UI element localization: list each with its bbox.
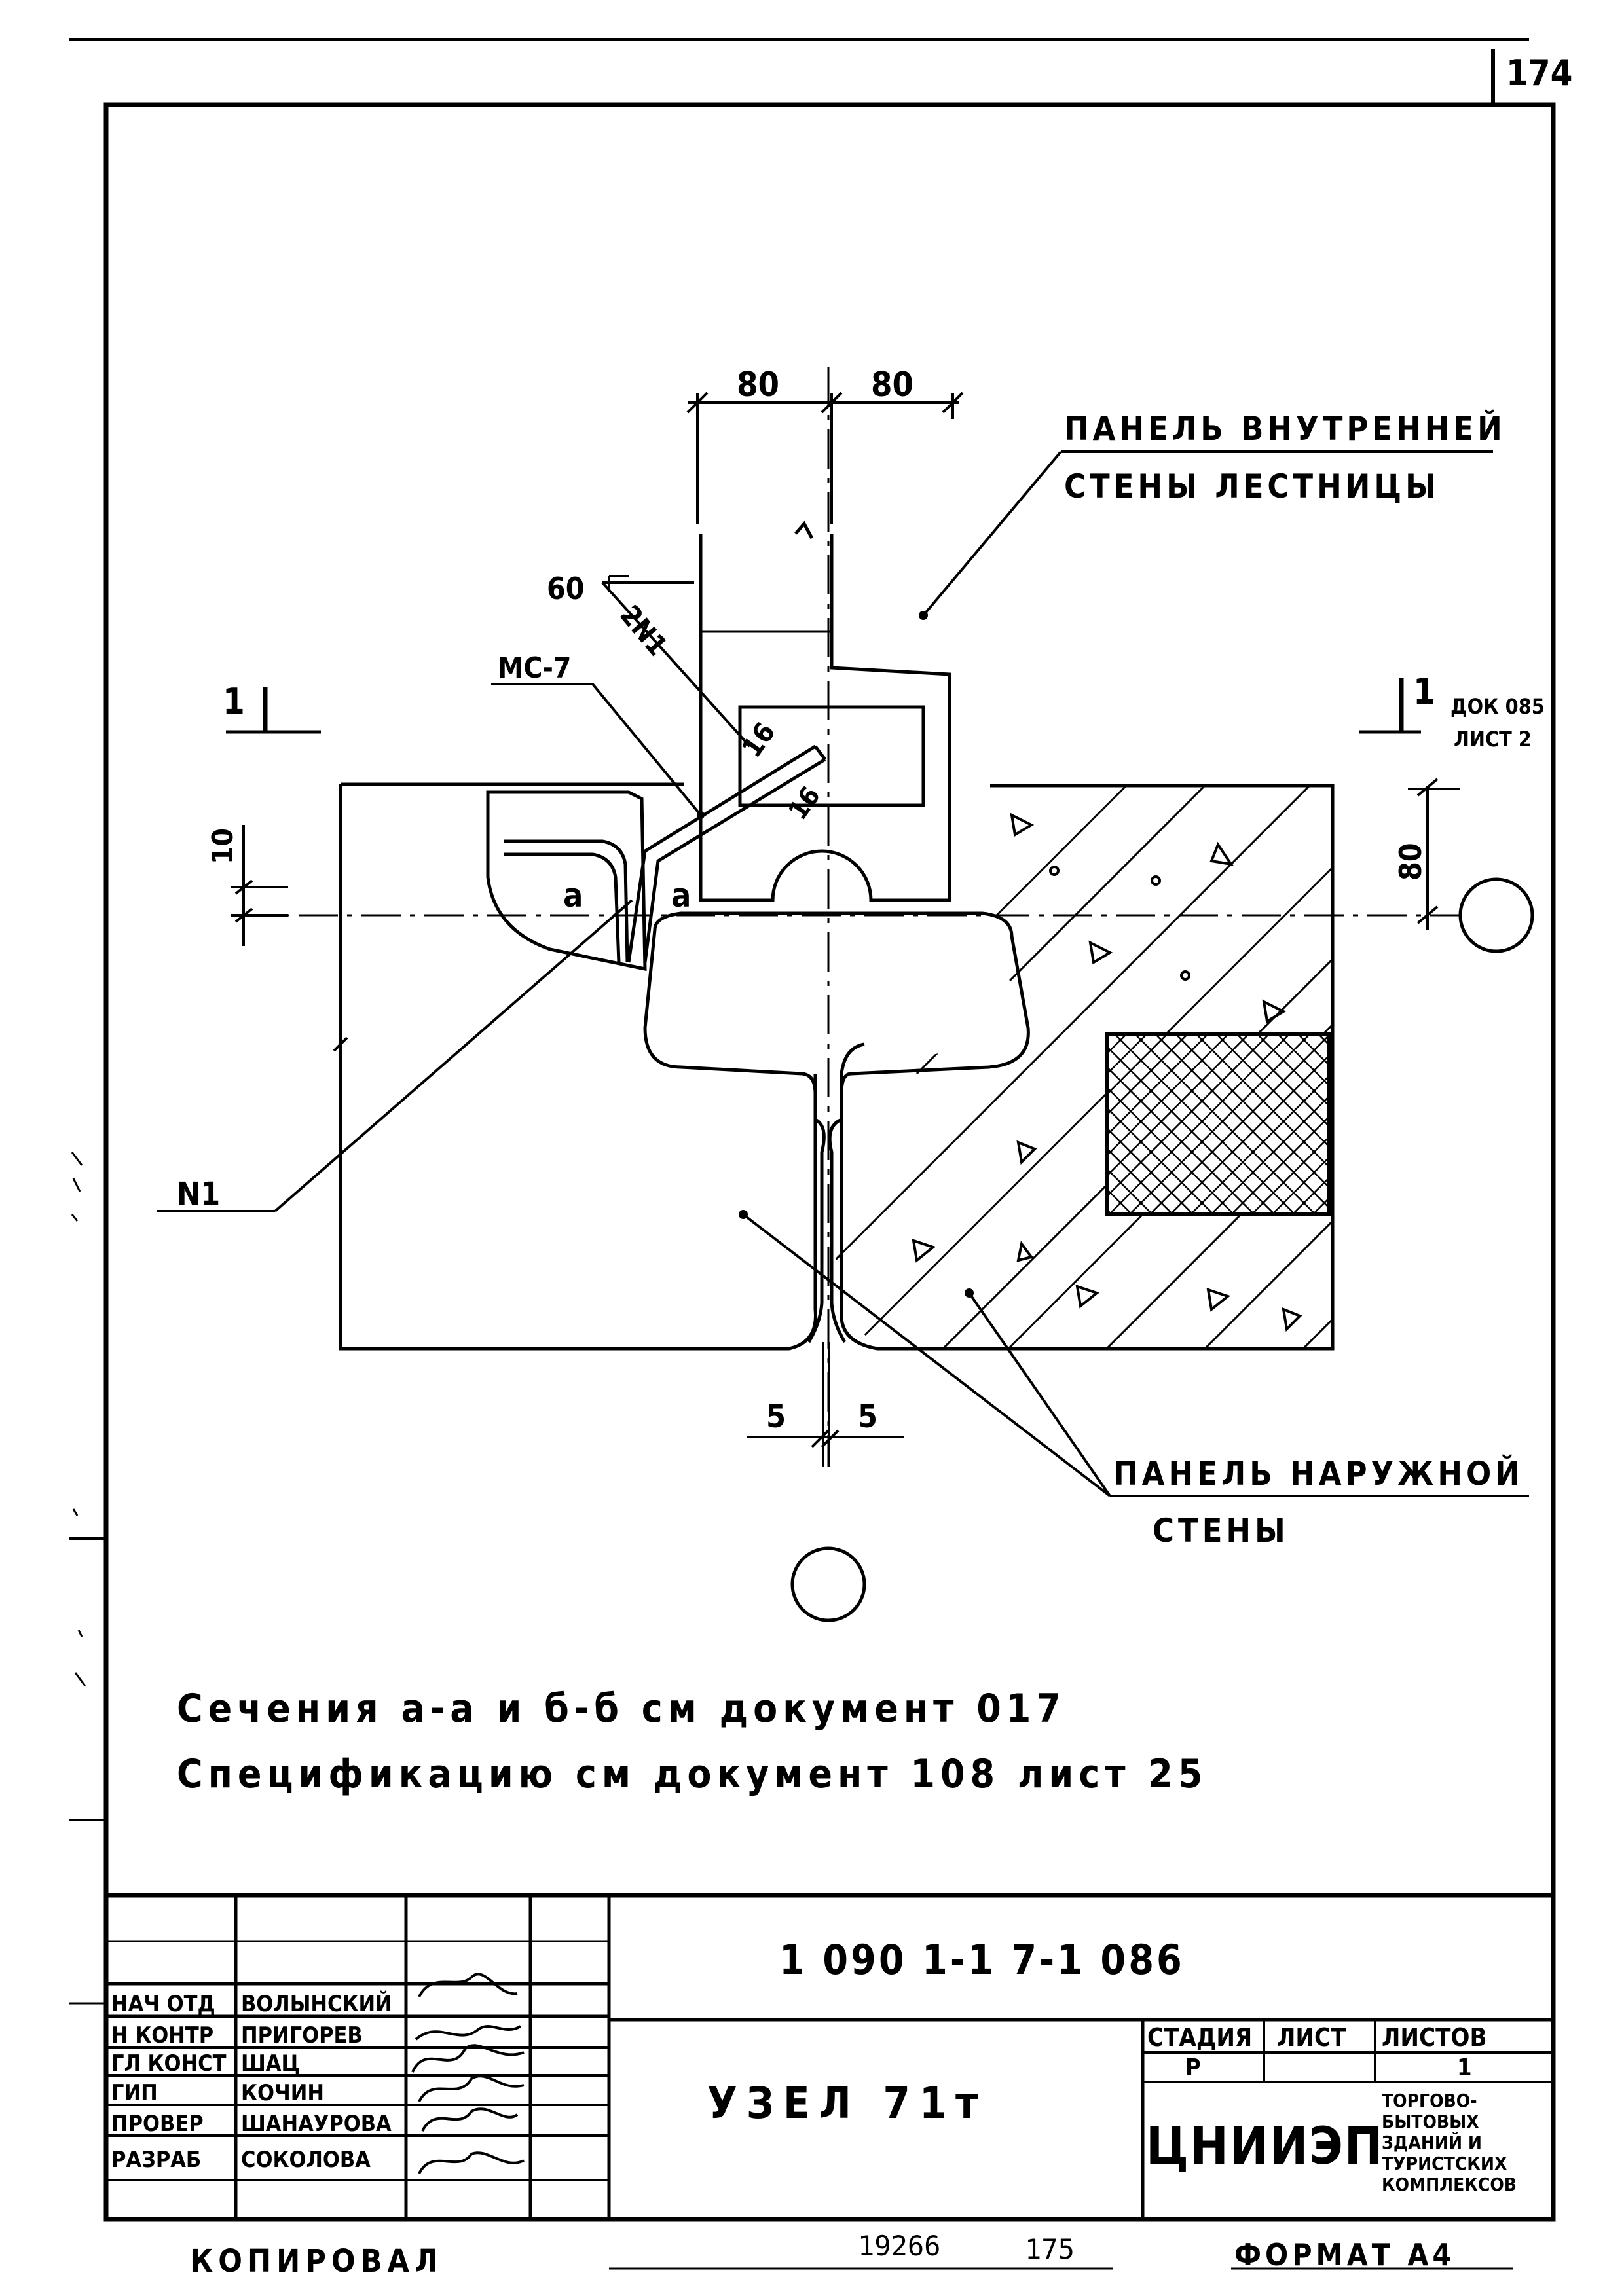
label-n1: N1 xyxy=(177,1176,220,1212)
inner-wall-panel xyxy=(699,520,951,902)
left-panel xyxy=(333,782,817,1351)
note-line-1: Сечения а-а и б-б см документ 017 xyxy=(177,1686,1066,1732)
staff-name-6: СОКОЛОВА xyxy=(241,2147,371,2173)
section-mark-left: 1 xyxy=(223,681,245,722)
title-block-grid xyxy=(106,1893,1553,2219)
sheet-header: ЛИСТ xyxy=(1277,2023,1346,2052)
format-label: ФОРМАТ А4 xyxy=(1234,2237,1455,2272)
staff-name-1: ВОЛЫНСКИЙ xyxy=(241,1990,392,2017)
section-mark-right: 1 xyxy=(1413,671,1435,712)
signatures xyxy=(411,1973,525,2174)
leader-outer-wall-line1: ПАНЕЛЬ НАРУЖНОЙ xyxy=(1113,1454,1524,1493)
weld-size-16-a: 16 xyxy=(735,717,781,763)
dimension-80-vertical xyxy=(1408,778,1460,930)
margin-marks xyxy=(71,1152,86,1686)
section-cut-marks xyxy=(226,678,1421,734)
stage-header: СТАДИЯ xyxy=(1147,2023,1252,2052)
dimension-5-left: 5 xyxy=(766,1398,786,1435)
aggregate-marks xyxy=(912,812,1302,1332)
staff-role-3: ГЛ КОНСТ xyxy=(111,2050,227,2077)
sheet-frame xyxy=(69,38,1556,2222)
dimension-80-right: 80 xyxy=(871,365,913,405)
weld-size-16-b: 16 xyxy=(783,781,826,825)
dimension-80-vertical-label: 80 xyxy=(1393,843,1428,881)
dimension-10-label: 10 xyxy=(206,828,240,864)
section-label-a-left: а xyxy=(563,877,583,915)
anchor-bar-mc7 xyxy=(627,744,826,963)
organization-name: ЦНИИЭП xyxy=(1146,2117,1384,2176)
section-ref-sheet: ЛИСТ 2 xyxy=(1454,727,1532,752)
leader-dots xyxy=(697,611,974,1298)
sheets-header: ЛИСТОВ xyxy=(1382,2023,1487,2052)
dimension-5-5 xyxy=(747,1429,904,1448)
organization-desc-1: ТОРГОВО- xyxy=(1382,2090,1477,2111)
dimension-60: 60 xyxy=(547,571,585,606)
joint-cavity xyxy=(643,911,1030,1467)
organization-desc-3: ЗДАНИЙ И xyxy=(1382,2131,1482,2153)
staff-name-3: ШАЦ xyxy=(241,2050,300,2077)
weld-callout xyxy=(608,575,629,592)
staff-role-4: ГИП xyxy=(111,2080,158,2106)
drawing-title: УЗЕЛ 71т xyxy=(707,2078,987,2128)
leader-inner-wall-line2: СТЕНЫ ЛЕСТНИЦЫ xyxy=(1064,467,1440,505)
section-label-a-right: а xyxy=(671,877,691,915)
staff-name-5: ШАНАУРОВА xyxy=(241,2111,392,2137)
stage-value: Р xyxy=(1185,2054,1201,2081)
archive-sheet: 175 xyxy=(1025,2233,1075,2265)
staff-role-6: РАЗРАБ xyxy=(111,2147,201,2173)
staff-name-4: КОЧИН xyxy=(241,2080,324,2106)
dimension-80-left: 80 xyxy=(737,365,779,405)
axis-marker-right xyxy=(1458,877,1534,953)
leader-inner-wall-line1: ПАНЕЛЬ ВНУТРЕННЕЙ xyxy=(1064,409,1506,448)
document-code: 1 090 1-1 7-1 086 xyxy=(779,1936,1185,1984)
dimension-80-80 xyxy=(686,392,964,524)
organization-desc-5: КОМПЛЕКСОВ xyxy=(1382,2174,1517,2195)
label-mc7: МС-7 xyxy=(498,651,571,685)
staff-role-5: ПРОВЕР xyxy=(111,2111,204,2137)
leader-lines xyxy=(157,450,1529,1497)
sheets-value: 1 xyxy=(1457,2054,1472,2081)
staff-role-1: НАЧ ОТД xyxy=(111,1991,215,2017)
section-ref-doc: ДОК 085 xyxy=(1450,694,1545,719)
page-number: 174 xyxy=(1506,52,1572,94)
copied-label: КОПИРОВАЛ xyxy=(190,2243,443,2280)
note-line-2: Спецификацию см документ 108 лист 25 xyxy=(177,1751,1208,1797)
archive-number: 19266 xyxy=(858,2230,940,2262)
leader-outer-wall-line2: СТЕНЫ xyxy=(1153,1512,1289,1550)
dimension-5-right: 5 xyxy=(858,1398,877,1435)
organization-desc-2: БЫТОВЫХ xyxy=(1382,2111,1479,2132)
organization-desc-4: ТУРИСТСКИХ xyxy=(1382,2153,1507,2174)
staff-role-2: Н КОНТР xyxy=(111,2022,213,2049)
axis-marker-bottom xyxy=(790,1546,866,1622)
staff-name-2: ПРИГОРЕВ xyxy=(241,2022,363,2049)
outer-wall-panel xyxy=(836,784,1335,1351)
dimension-10 xyxy=(231,825,288,946)
